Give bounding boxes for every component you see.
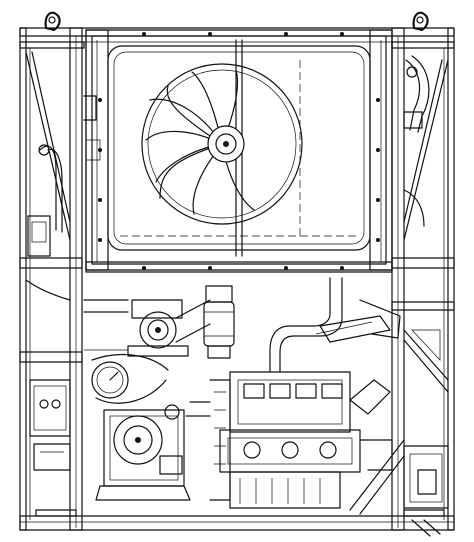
radiator-frame [85, 29, 393, 273]
air-intake-pipe [269, 277, 401, 373]
outer-frame [19, 27, 455, 531]
lifting-eye-right [412, 11, 429, 32]
lower-piping [25, 279, 393, 471]
fan [141, 63, 303, 225]
fan-hub [207, 125, 245, 163]
alternator [127, 299, 211, 357]
left-upper-components [27, 95, 101, 257]
gauge [91, 353, 169, 404]
battery-box [403, 445, 449, 537]
engine-block [209, 371, 391, 509]
cross-bracing [25, 51, 449, 515]
right-upper-components [403, 55, 430, 227]
fuel-filter [203, 285, 235, 359]
compressor [95, 404, 191, 501]
engine-cylinders [243, 383, 343, 399]
lifting-eye-left [44, 11, 61, 32]
control-box [29, 379, 71, 471]
oil-pan-ribs [239, 478, 321, 504]
